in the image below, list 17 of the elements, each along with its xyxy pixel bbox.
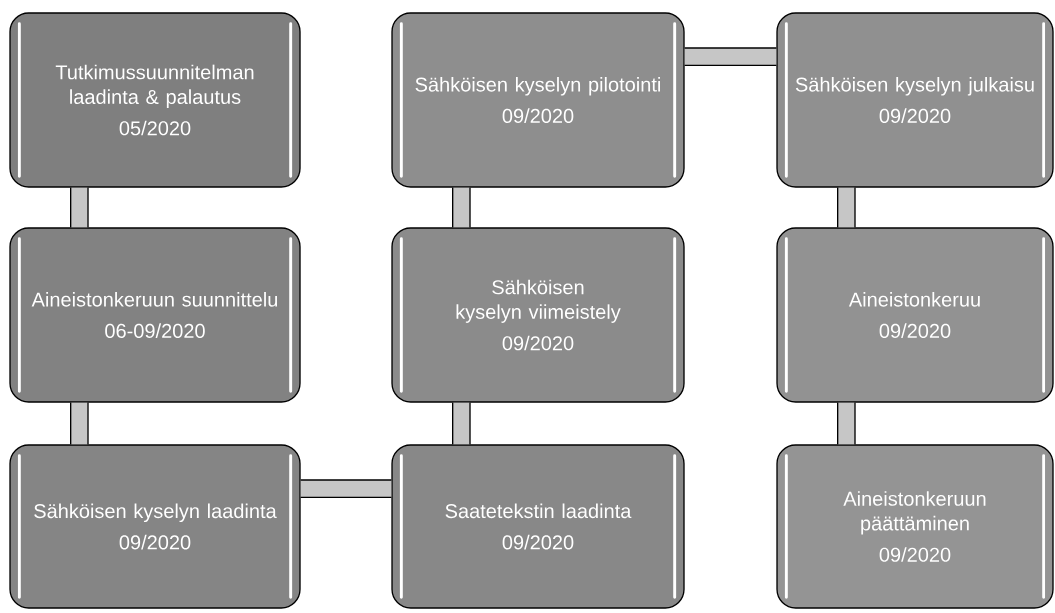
connector-bar	[300, 479, 392, 498]
process-box: Sähköisen kyselyn laadinta 09/2020	[9, 444, 301, 609]
connector-bar	[452, 402, 471, 445]
process-box: Aineistonkeruu 09/2020	[776, 227, 1054, 403]
connector-bar	[70, 187, 89, 228]
connector-bar	[837, 187, 856, 228]
process-box: Tutkimussuunnitelman laadinta & palautus 05/2020	[9, 12, 301, 188]
process-box: Aineistonkeruun päättäminen 09/2020	[776, 444, 1054, 609]
connector-bar	[684, 47, 777, 66]
connector-bar	[452, 187, 471, 228]
process-box: Sähköisen kyselyn pilotointi 09/2020	[391, 12, 685, 188]
process-box: Saatetekstin laadinta 09/2020	[391, 444, 685, 609]
process-box: Aineistonkeruun suunnittelu 06-09/2020	[9, 227, 301, 403]
connector-bar	[70, 402, 89, 445]
connector-bar	[837, 402, 856, 445]
process-box: Sähköisen kyselyn viimeistely 09/2020	[391, 227, 685, 403]
process-box: Sähköisen kyselyn julkaisu 09/2020	[776, 12, 1054, 188]
